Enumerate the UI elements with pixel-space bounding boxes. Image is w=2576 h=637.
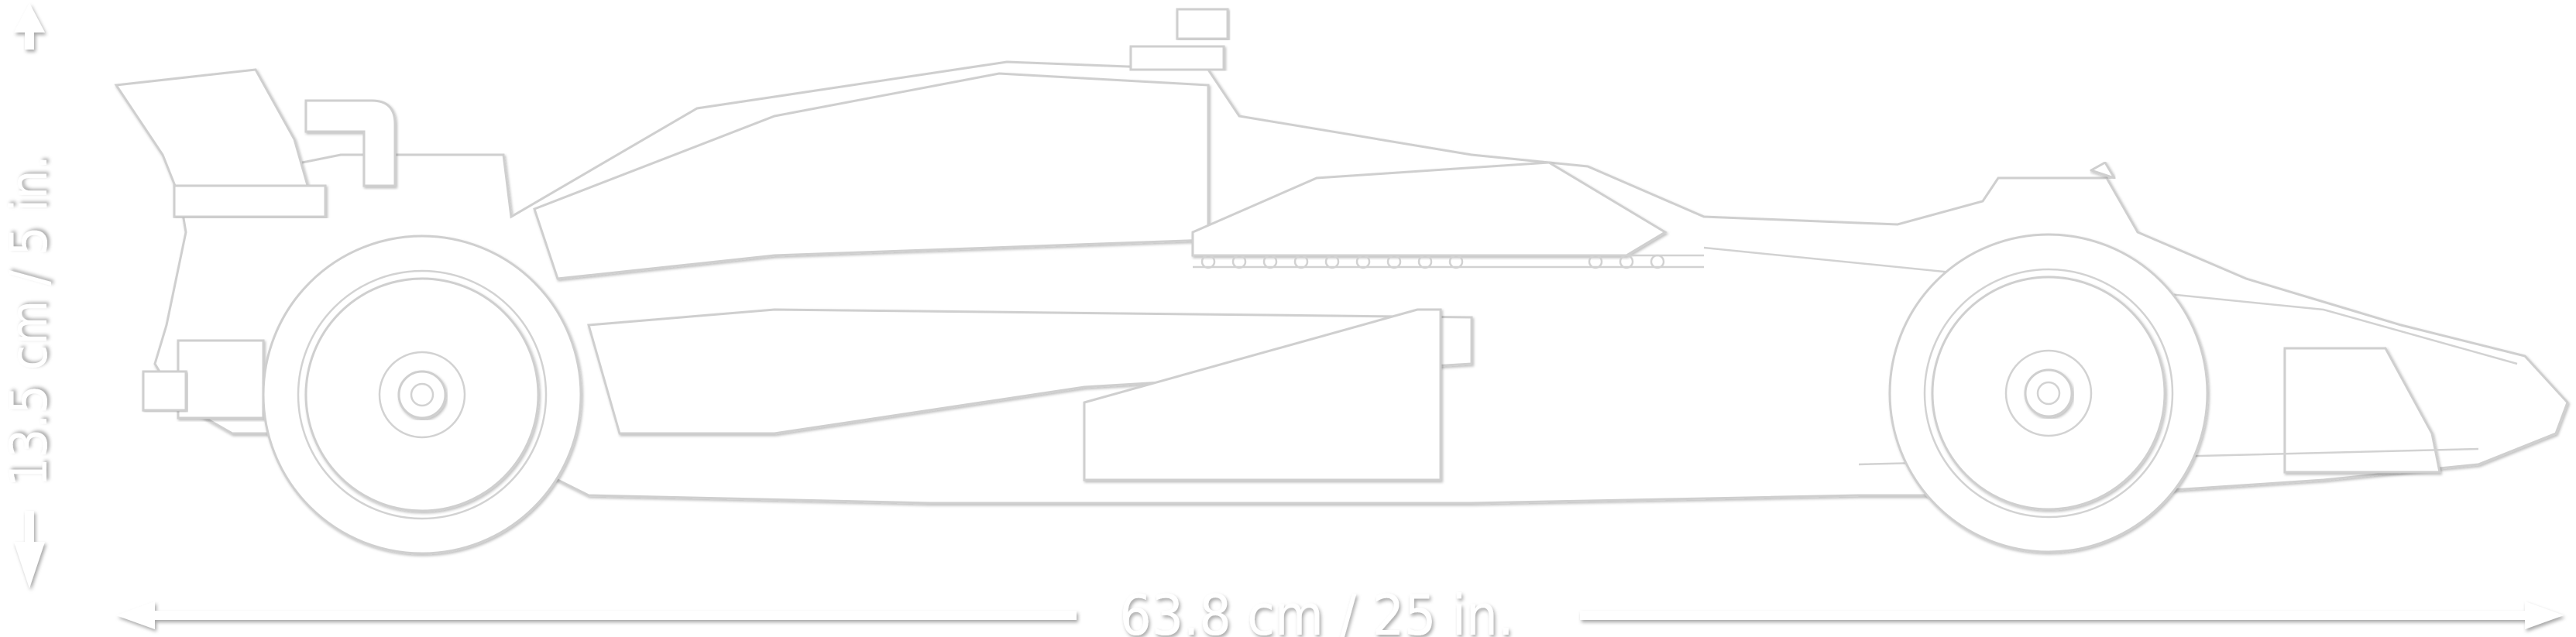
front-wheel bbox=[1888, 233, 2209, 553]
floor-panel bbox=[1083, 308, 1442, 481]
engine-cover bbox=[533, 72, 1210, 280]
airbox bbox=[1129, 45, 1225, 71]
exhaust-pipe bbox=[304, 99, 397, 187]
length-label: 63.8 cm / 25 in. bbox=[1119, 583, 1513, 637]
arrow-left-icon bbox=[116, 601, 1077, 629]
rear-wing bbox=[114, 68, 311, 195]
arrow-up-icon bbox=[14, 3, 45, 50]
car-illustration bbox=[114, 8, 2569, 555]
front-wing bbox=[2283, 347, 2441, 474]
chassis-beam bbox=[1193, 254, 1704, 269]
front-fin bbox=[2088, 160, 2117, 180]
rear-wheel bbox=[262, 235, 582, 555]
length-dimension: 63.8 cm / 25 in. bbox=[116, 583, 2564, 637]
height-dimension: 13.5 cm / 5 in. bbox=[0, 3, 59, 588]
arrow-down-icon bbox=[14, 511, 45, 588]
arrow-right-icon bbox=[1580, 601, 2564, 629]
beam-holes bbox=[1200, 254, 1665, 269]
rear-wing-plate bbox=[173, 184, 327, 218]
roll-hoop-camera bbox=[1176, 8, 1229, 40]
height-label: 13.5 cm / 5 in. bbox=[0, 156, 59, 488]
rear-light-box bbox=[177, 339, 265, 420]
rear-axle-stub bbox=[142, 370, 187, 412]
